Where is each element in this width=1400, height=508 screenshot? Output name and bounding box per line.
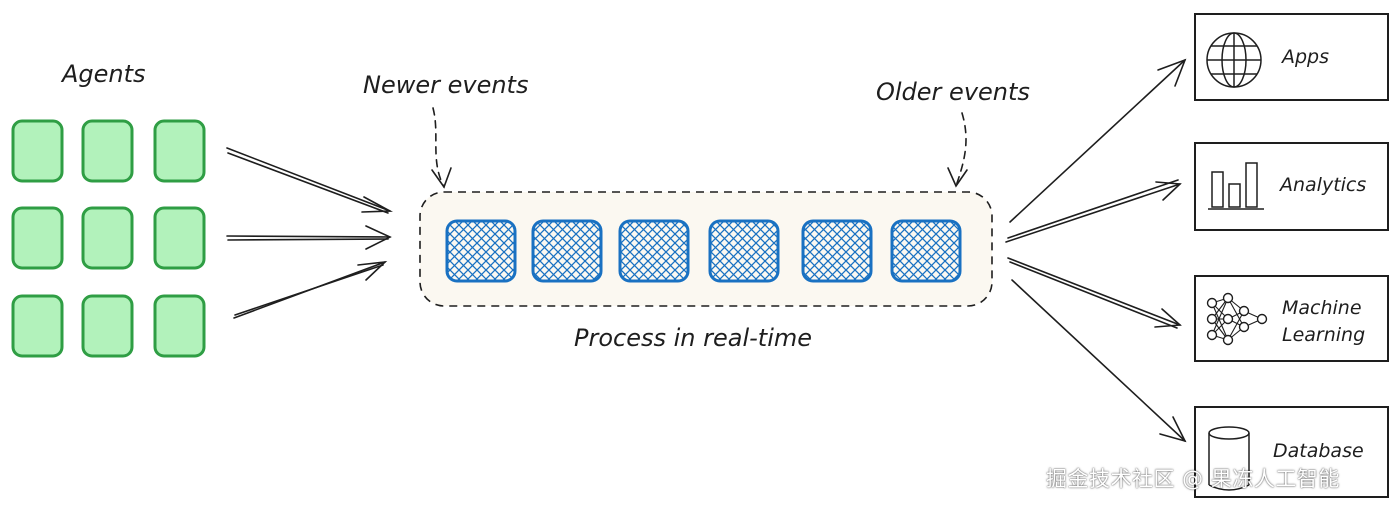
output-box-analytics: Analytics: [1194, 142, 1389, 231]
neural-network-icon: [1206, 292, 1268, 346]
watermark: 掘金技术社区 @ 果冻人工智能: [1046, 467, 1340, 491]
output-arrows: [1005, 58, 1187, 443]
agent-box: [81, 206, 134, 270]
older-events-label: Older events: [876, 78, 1030, 106]
output-arrow-analytics: [1005, 179, 1182, 243]
agent-box: [11, 119, 64, 183]
bar-chart-icon: [1208, 162, 1264, 210]
output-label-apps: Apps: [1280, 46, 1329, 68]
input-arrow-top: [226, 147, 393, 214]
cylinder-icon: [1208, 426, 1250, 491]
older-events-arrow: [947, 112, 968, 188]
output-label-ml-line2: Learning: [1282, 324, 1365, 346]
process-label: Process in real-time: [574, 324, 812, 352]
agent-box: [81, 294, 134, 358]
output-arrow-database: [1011, 279, 1187, 443]
output-box-machine-learning: Machine Learning: [1194, 275, 1389, 362]
agent-box: [153, 294, 206, 358]
output-label-database: Database: [1273, 440, 1364, 462]
globe-icon: [1206, 32, 1262, 88]
agents-label: Agents: [60, 60, 146, 88]
output-box-apps: Apps: [1194, 13, 1389, 101]
event-item: [890, 219, 962, 283]
input-arrow-bottom: [233, 260, 388, 319]
event-item: [445, 219, 517, 283]
output-arrow-apps: [1009, 58, 1187, 223]
output-label-ml-line1: Machine: [1282, 297, 1362, 319]
agent-box: [153, 206, 206, 270]
event-item: [618, 219, 690, 283]
output-arrow-ml: [1007, 257, 1182, 329]
event-items: [445, 219, 962, 283]
event-item: [708, 219, 780, 283]
event-item: [531, 219, 603, 283]
agent-box: [11, 206, 64, 270]
newer-events-label: Newer events: [363, 71, 528, 99]
input-arrows: [226, 147, 393, 319]
agent-box: [81, 119, 134, 183]
event-item: [801, 219, 873, 283]
input-arrow-middle: [226, 225, 392, 250]
newer-events-arrow: [431, 107, 452, 189]
agents-grid: [11, 119, 206, 358]
agent-box: [153, 119, 206, 183]
output-label-analytics: Analytics: [1278, 174, 1366, 196]
output-box-database: Database: [1194, 406, 1389, 498]
agent-box: [11, 294, 64, 358]
